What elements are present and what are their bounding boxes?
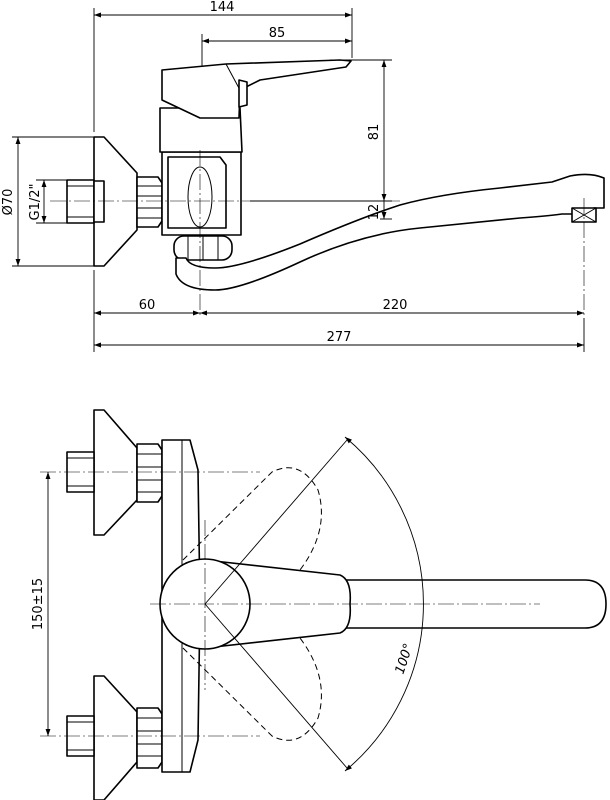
upper-hex-nut: [136, 443, 163, 503]
top-view: 150±15 100°: [31, 409, 607, 800]
lower-hex-nut: [136, 707, 163, 769]
dimension-277: 277: [327, 330, 352, 345]
dimension-144: 144: [210, 0, 235, 15]
upper-wall-flange: [93, 409, 138, 536]
dimension-81: 81: [367, 124, 382, 141]
dimension-diameter: Ø70: [1, 189, 16, 216]
body-connector: [167, 156, 227, 229]
dimension-85: 85: [269, 26, 286, 41]
spout: [175, 173, 605, 291]
handle-rotated-position: [182, 467, 322, 607]
dimension-thread: G1/2": [28, 184, 43, 221]
handle-rotated-position-lower: [182, 601, 322, 741]
dim-arc-angle: [344, 436, 424, 772]
inlet-nipple: [93, 180, 105, 223]
dimension-60: 60: [139, 298, 156, 313]
handle-screw: [238, 79, 248, 108]
dimension-220: 220: [383, 298, 408, 313]
hex-nut: [136, 176, 163, 228]
side-view: 144 85 81 12 Ø70 G1/2" 60 220 277: [1, 0, 605, 352]
dimension-spacing: 150±15: [31, 578, 46, 630]
lower-wall-flange: [93, 675, 138, 800]
dimension-12: 12: [367, 204, 382, 221]
lever-handle: [161, 59, 352, 119]
